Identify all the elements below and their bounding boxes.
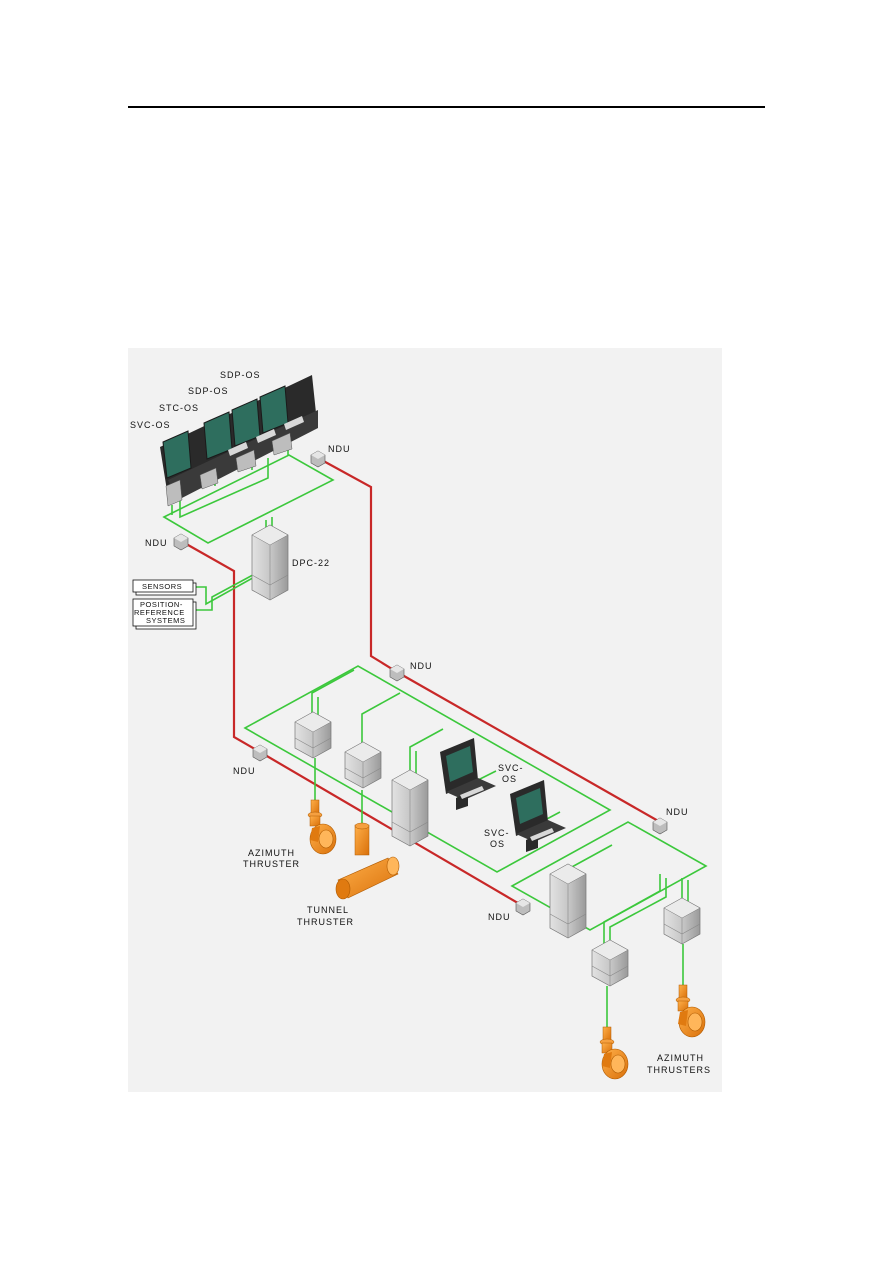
ndu-box-4	[252, 744, 268, 762]
ndu-label-5: NDU	[666, 807, 689, 817]
azimuth-thruster-label-line-2: THRUSTER	[243, 859, 300, 869]
position-reference-label-line-3: SYSTEMS	[146, 616, 185, 625]
svc-os-label-1-line-2: OS	[502, 774, 517, 784]
dpc-22-label: DPC-22	[292, 558, 330, 568]
control-unit-3	[591, 939, 629, 987]
page-header-rule	[128, 106, 765, 108]
sensors-label: SENSORS	[142, 582, 182, 591]
ndu-label-3: NDU	[410, 661, 433, 671]
console-label-stc-os: STC-OS	[159, 403, 199, 413]
sensors-box: SENSORS	[132, 579, 197, 596]
azimuth-thruster-1	[307, 799, 337, 855]
ndu-box-5	[652, 817, 668, 835]
control-unit-1	[294, 711, 332, 759]
tunnel-thruster-label-line-1: TUNNEL	[307, 905, 349, 915]
console-screen-1	[162, 430, 192, 479]
green-network	[162, 432, 708, 1027]
azimuth-thrusters-label-line-2: THRUSTERS	[647, 1065, 711, 1075]
control-unit-2	[344, 741, 382, 789]
svc-os-workstation-1	[440, 738, 496, 810]
backbone-cable-b	[180, 540, 524, 907]
svc-os-label-2-line-2: OS	[490, 839, 505, 849]
azimuth-thrusters-label-line-1: AZIMUTH	[657, 1053, 704, 1063]
control-cabinet-tall	[391, 769, 429, 847]
position-reference-box: POSITION- REFERENCE SYSTEMS	[132, 598, 197, 630]
position-reference-label-line-2: REFERENCE	[134, 608, 185, 617]
ndu-box-6	[515, 898, 531, 916]
control-unit-4	[663, 897, 701, 945]
backbone-cable-a	[317, 457, 661, 823]
position-reference-label-line-1: POSITION-	[140, 600, 183, 609]
svc-os-screen-2	[516, 788, 543, 824]
azimuth-thruster-2	[599, 1026, 629, 1080]
console-label-sdp-os-2: SDP-OS	[188, 386, 229, 396]
svc-os-workstation-2	[510, 780, 566, 852]
ndu-label-4: NDU	[233, 766, 256, 776]
ndu-units	[173, 450, 668, 916]
operator-console-bank	[160, 375, 318, 507]
azimuth-thruster-label-line-1: AZIMUTH	[248, 848, 295, 858]
console-label-sdp-os-1: SDP-OS	[220, 370, 261, 380]
tunnel-thruster	[335, 822, 400, 900]
red-backbone	[180, 457, 661, 907]
console-label-svc-os: SVC-OS	[130, 420, 171, 430]
control-cabinet-tall-2	[549, 863, 587, 939]
thruster-control-units	[294, 711, 701, 987]
ndu-box-1	[310, 450, 326, 468]
svc-os-label-1-line-1: SVC-	[498, 763, 524, 773]
ndu-label-1: NDU	[328, 444, 351, 454]
ndu-label-6: NDU	[488, 912, 511, 922]
svc-os-label-2-line-1: SVC-	[484, 828, 510, 838]
svc-os-screen-1	[446, 746, 473, 782]
dpc-22-cabinet	[251, 524, 289, 601]
tunnel-thruster-label-line-2: THRUSTER	[297, 917, 354, 927]
azimuth-thruster-3	[675, 984, 706, 1038]
ndu-label-2: NDU	[145, 538, 168, 548]
ndu-box-2	[173, 533, 189, 551]
ndu-box-3	[389, 664, 405, 682]
